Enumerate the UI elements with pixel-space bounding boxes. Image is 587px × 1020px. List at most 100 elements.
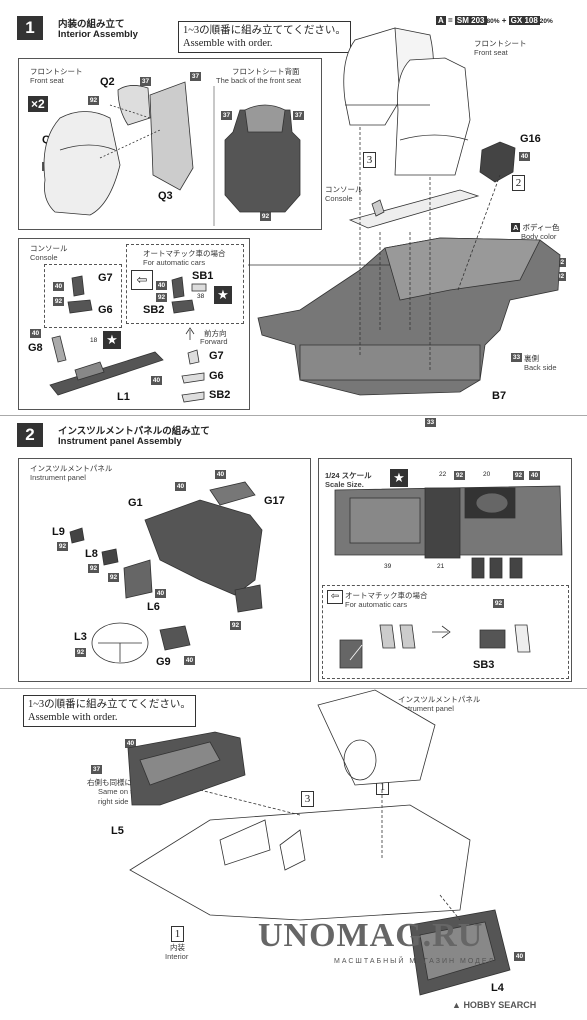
part-sb3: SB3 <box>473 659 495 671</box>
console-inset-en: Console <box>30 253 58 262</box>
order-step-3: 3 <box>363 152 376 168</box>
order-note-jp: 1~3の順番に組み立ててください。 <box>183 25 346 36</box>
step-3-inst-panel-jp: インスツルメントパネル <box>398 695 481 704</box>
part-l1: L1 <box>117 391 130 403</box>
console-dash-box <box>44 264 122 328</box>
color-92: 92 <box>454 471 465 480</box>
back-side-jp: 裏側 <box>524 354 539 363</box>
order-note-en: Assemble with order. <box>183 38 273 49</box>
console-en: Console <box>325 194 353 203</box>
inst-panel-en: Instrument panel <box>30 473 86 482</box>
right-side-en-1: Same on the <box>98 787 141 796</box>
part-g16: G16 <box>520 133 541 145</box>
color-92: 92 <box>108 573 119 582</box>
num-39: 39 <box>384 563 392 570</box>
forward-part-sb2: SB2 <box>209 389 231 401</box>
main-front-seat-jp: フロントシート <box>474 39 527 48</box>
num-20: 20 <box>483 471 491 478</box>
paint-plus: + <box>501 16 507 25</box>
step-1-title-jp: 内装の組み立て <box>58 19 125 30</box>
color-40: 40 <box>514 952 525 961</box>
paint-letter: A <box>436 16 446 25</box>
part-b7: B7 <box>492 390 507 402</box>
num-21: 21 <box>437 563 445 570</box>
part-l5: L5 <box>111 825 124 837</box>
color-92: 92 <box>156 293 167 302</box>
seat-back-en: The back of the front seat <box>216 76 302 85</box>
part-l9: L9 <box>52 526 65 538</box>
color-92: 92 <box>53 297 64 306</box>
step-2-title-en: Instrument panel Assembly <box>58 436 182 447</box>
color-40: 40 <box>184 656 195 665</box>
step-2-number: 2 <box>17 423 43 447</box>
part-g6: G6 <box>98 304 113 316</box>
step-2-title-jp: インスツルメントパネルの組み立て <box>58 426 210 437</box>
part-g7: G7 <box>98 272 113 284</box>
color-92: 92 <box>513 471 524 480</box>
color-40: 40 <box>125 739 136 748</box>
seat-back-jp: フロントシート背面 <box>232 67 300 76</box>
automatic-2-en: For automatic cars <box>345 600 408 609</box>
color-92: 92 <box>555 272 566 281</box>
step-1-order-note: 1~3の順番に組み立ててください。 Assemble with order. <box>178 21 351 53</box>
part-g17: G17 <box>264 495 285 507</box>
forward-en: Forward <box>200 337 228 346</box>
color-40: 40 <box>156 281 167 290</box>
order-note-jp: 1~3の順番に組み立ててください。 <box>28 699 191 710</box>
front-seat-jp: フロントシート <box>30 67 83 76</box>
part-l8: L8 <box>85 548 98 560</box>
section-divider <box>0 688 587 689</box>
paint-equals: = <box>448 16 453 25</box>
step-3-inst-panel-en: Instrument panel <box>398 704 454 713</box>
paint-ratio-1: 80% <box>486 18 500 25</box>
back-side-en: Back side <box>524 363 557 372</box>
star-icon: ★ <box>390 469 408 487</box>
part-g8: G8 <box>28 342 43 354</box>
color-37: 37 <box>221 111 232 120</box>
star-icon: ★ <box>214 286 232 304</box>
scale-en: Scale Size. <box>325 480 364 489</box>
order-step-2: 2 <box>512 175 525 191</box>
color-92: 92 <box>555 258 566 267</box>
right-side-en-2: right side <box>98 797 129 806</box>
part-l6: L6 <box>147 601 160 613</box>
main-front-seat-en: Front seat <box>474 48 508 57</box>
color-40: 40 <box>215 470 226 479</box>
console-inset-jp: コンソール <box>30 244 68 253</box>
color-37: 37 <box>140 77 151 86</box>
scale-jp: 1/24 スケール <box>325 471 372 480</box>
color-40: 40 <box>175 482 186 491</box>
brand-logo: ▲ HOBBY SEARCH <box>452 1000 536 1010</box>
automatic-en: For automatic cars <box>143 258 206 267</box>
brand-text: HOBBY SEARCH <box>463 1000 537 1010</box>
color-92: 92 <box>230 621 241 630</box>
color-92: 92 <box>88 96 99 105</box>
interior-en: Interior <box>165 952 189 961</box>
arrow-left-icon: ⇦ <box>131 270 153 290</box>
color-92: 92 <box>75 648 86 657</box>
interior-step-1: 1 <box>171 926 184 942</box>
automatic-jp: オートマチック車の場合 <box>143 249 226 258</box>
body-color-jp: ボディー色 <box>522 223 560 232</box>
quantity-badge: ×2 <box>28 96 48 112</box>
star-icon: ★ <box>103 331 121 349</box>
color-40: 40 <box>155 589 166 598</box>
automatic-2-jp: オートマチック車の場合 <box>345 591 428 600</box>
part-q2: Q2 <box>100 76 115 88</box>
forward-part-g6: G6 <box>209 370 224 382</box>
body-color-label: A ボディー色 <box>511 222 560 233</box>
num-18: 18 <box>90 337 98 344</box>
color-92: 92 <box>88 564 99 573</box>
forward-part-g7: G7 <box>209 350 224 362</box>
step-1-number: 1 <box>17 16 43 40</box>
order-step-3: 3 <box>301 791 314 807</box>
color-40: 40 <box>53 282 64 291</box>
body-color-en: Body color <box>521 232 557 241</box>
num-22: 22 <box>439 471 447 478</box>
arrow-left-icon: ⇦ <box>327 590 343 604</box>
brand-icon: ▲ <box>452 1000 461 1010</box>
color-37: 37 <box>293 111 304 120</box>
part-l4: L4 <box>491 982 504 994</box>
color-33: 33 <box>425 418 436 427</box>
